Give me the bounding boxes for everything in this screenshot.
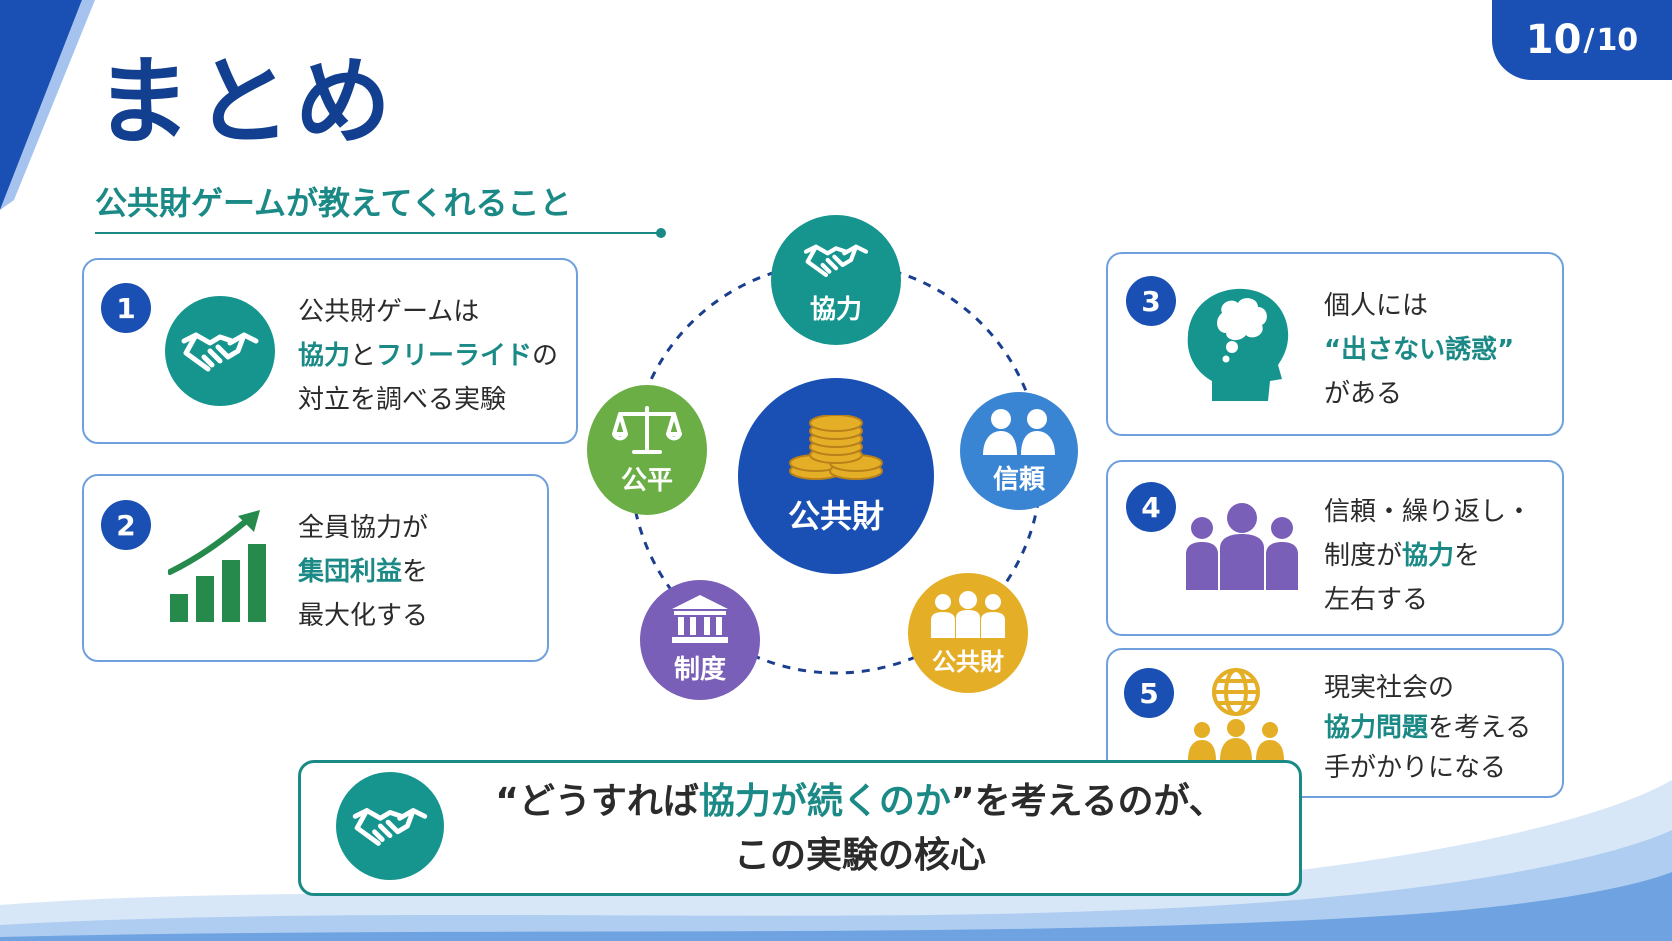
page-number-badge: 10 / 10	[1492, 0, 1672, 80]
card-text-line: 信頼・繰り返し・	[1324, 490, 1532, 534]
card-text-line: 制度が協力を	[1324, 534, 1532, 578]
card-number-badge: 2	[101, 500, 151, 550]
text-segment: 最大化する	[298, 601, 429, 631]
card-text-1: 公共財ゲームは 協力とフリーライドの 対立を調べる実験	[298, 290, 558, 422]
card-text-line: 公共財ゲームは	[298, 290, 558, 334]
card-text-line: 現実社会の	[1324, 668, 1531, 708]
card-number-badge: 5	[1124, 668, 1174, 718]
diagram-node-label: 協力	[809, 294, 862, 325]
card-text-2: 全員協力が 集団利益を 最大化する	[298, 506, 428, 638]
card-text-line: 全員協力が	[298, 506, 428, 550]
diagram-node-label: 信頼	[992, 464, 1045, 495]
text-segment: “どうすれば	[495, 781, 699, 822]
text-segment: と	[350, 341, 377, 371]
page-total: 10	[1596, 22, 1639, 58]
page-subtitle: 公共財ゲームが教えてくれること	[95, 184, 572, 222]
card-text-line: 協力問題を考える	[1324, 708, 1531, 748]
highlighted-text: 協力	[298, 341, 351, 371]
card-text-line: 集団利益を	[298, 550, 428, 594]
text-segment: を	[402, 557, 429, 587]
subtitle-underline-dot	[656, 228, 666, 238]
diagram-node-label: 制度	[673, 654, 726, 685]
head-thought-icon	[1182, 285, 1294, 403]
text-segment: がある	[1324, 379, 1403, 409]
conclusion-box	[298, 760, 1302, 896]
highlighted-text: 協力が続くのか	[698, 781, 951, 822]
conclusion-text: “どうすれば協力が続くのか”を考えるのが、 この実験の核心	[440, 775, 1280, 883]
page-current: 10	[1525, 17, 1582, 63]
highlighted-text: フリーライド	[376, 341, 533, 371]
two-people-icon	[983, 408, 1055, 455]
text-segment: 信頼・繰り返し・	[1324, 497, 1533, 527]
diagram-node-cooperation: 協力	[771, 215, 901, 345]
card-text-line: 協力とフリーライドの	[298, 334, 558, 378]
card-text-line: 左右する	[1324, 578, 1532, 622]
card-text-5: 現実社会の 協力問題を考える 手がかりになる	[1324, 668, 1531, 788]
card-text-line: 個人には	[1324, 284, 1514, 328]
text-segment: 手がかりになる	[1324, 753, 1507, 783]
diagram-center-label: 公共財	[787, 497, 884, 535]
card-number-badge: 1	[101, 283, 151, 333]
handshake-icon	[803, 244, 869, 277]
card-number-badge: 3	[1126, 276, 1176, 326]
diagram-node-public-goods: 公共財	[908, 573, 1028, 693]
summary-card-3	[1106, 252, 1564, 436]
summary-card-4	[1106, 460, 1564, 636]
page-separator: /	[1583, 22, 1595, 58]
balance-scale-icon	[612, 405, 682, 454]
card-text-line: 手がかりになる	[1324, 748, 1531, 788]
group-people-icon	[1182, 500, 1302, 592]
text-segment: 左右する	[1324, 585, 1429, 615]
text-segment: 制度が	[1324, 541, 1403, 571]
diagram-node-trust: 信頼	[960, 392, 1078, 510]
card-number-badge: 4	[1126, 482, 1176, 532]
card-text-4: 信頼・繰り返し・ 制度が協力を 左右する	[1324, 490, 1532, 622]
highlighted-text: “出さない誘惑”	[1324, 335, 1515, 365]
text-segment: この実験の核心	[733, 835, 986, 876]
diagram-node-fairness: 公平	[587, 385, 707, 515]
card-text-line: 最大化する	[298, 594, 428, 638]
text-segment: を考える	[1428, 713, 1532, 743]
card-text-line: 対立を調べる実験	[298, 378, 558, 422]
diagram-node-label: 公平	[620, 465, 673, 496]
highlighted-text: 協力	[1402, 541, 1455, 571]
growth-chart-icon	[167, 510, 268, 625]
handshake-icon	[165, 296, 275, 406]
summary-card-1	[82, 258, 578, 444]
text-segment: 個人には	[1324, 291, 1429, 321]
diagram-node-label: 公共財	[932, 647, 1004, 676]
three-people-icon	[931, 590, 1005, 638]
diagram-node-institution: 制度	[640, 580, 760, 700]
institution-icon	[672, 594, 728, 643]
text-segment: 対立を調べる実験	[298, 385, 507, 415]
highlighted-text: 協力問題	[1324, 713, 1429, 743]
text-segment: の	[532, 341, 559, 371]
conclusion-line-1: “どうすれば協力が続くのか”を考えるのが、	[440, 775, 1280, 829]
diagram-center-node: 公共財	[738, 378, 934, 574]
card-text-line: がある	[1324, 372, 1514, 416]
card-text-line: “出さない誘惑”	[1324, 328, 1514, 372]
card-text-3: 個人には “出さない誘惑” がある	[1324, 284, 1514, 416]
text-segment: 公共財ゲームは	[298, 297, 480, 327]
subtitle-underline	[95, 232, 660, 234]
text-segment: ”を考えるのが、	[950, 781, 1225, 822]
text-segment: 全員協力が	[298, 513, 429, 543]
text-segment: 現実社会の	[1324, 673, 1455, 703]
summary-card-2	[82, 474, 549, 662]
conclusion-line-2: この実験の核心	[440, 829, 1280, 883]
text-segment: を	[1454, 541, 1481, 571]
highlighted-text: 集団利益	[298, 557, 403, 587]
page-title: まとめ	[95, 46, 395, 158]
coin-stack-icon	[789, 415, 883, 480]
handshake-icon	[336, 772, 444, 880]
globe-people-icon	[1186, 668, 1286, 760]
